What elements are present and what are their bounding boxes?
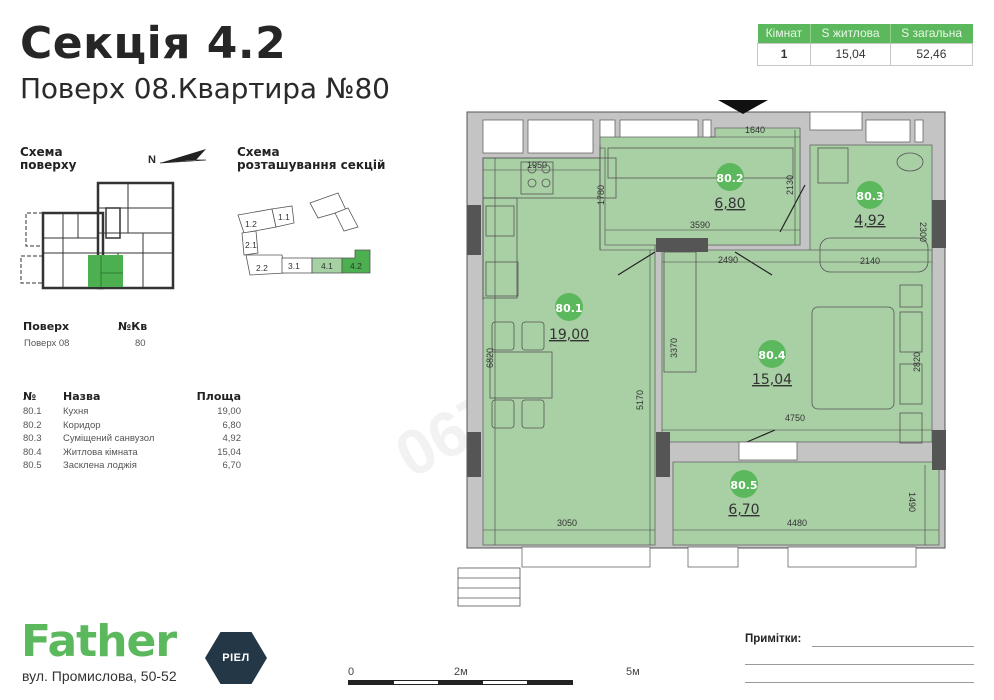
rooms-table-row: 80.2 Коридор 6,80 bbox=[23, 419, 241, 433]
brand-logo: Father bbox=[21, 616, 177, 667]
notes-line bbox=[745, 682, 974, 683]
room-number: 80.1 bbox=[23, 406, 42, 418]
dim-2820: 2820 bbox=[912, 352, 922, 372]
room-number: 80.2 bbox=[23, 419, 42, 431]
dim-5170: 5170 bbox=[635, 390, 645, 410]
room-area: 6,80 bbox=[222, 419, 242, 431]
section-scheme-label-line2: розташування секцій bbox=[237, 158, 386, 172]
floor-scheme-label-line1: Схема bbox=[20, 145, 63, 159]
summary-rooms-value: 1 bbox=[756, 42, 812, 66]
section-scheme-label: Схема розташування секцій bbox=[237, 146, 385, 172]
dim-1950: 1950 bbox=[527, 160, 547, 170]
room-name: Засклена лоджія bbox=[63, 460, 137, 472]
rooms-table: № Назва Площа 80.1 Кухня 19,00 80.2 Кори… bbox=[23, 390, 241, 473]
dim-2490: 2490 bbox=[718, 255, 738, 265]
room-number: 80.4 bbox=[23, 446, 42, 458]
section-label-4-2: 4.2 bbox=[350, 261, 362, 271]
room-area: 4,92 bbox=[222, 433, 242, 445]
dim-2130: 2130 bbox=[785, 175, 795, 195]
rooms-table-row: 80.5 Засклена лоджія 6,70 bbox=[23, 459, 241, 473]
notes-line bbox=[745, 664, 974, 665]
section-label-2-2: 2.2 bbox=[256, 263, 268, 273]
room-area-80-4: 15,04 bbox=[752, 372, 792, 388]
section-title: Секція 4.2 bbox=[20, 18, 287, 69]
room-badge-80-5: 80.5 bbox=[730, 479, 757, 492]
section-label-1-1: 1.1 bbox=[278, 212, 290, 222]
room-name: Коридор bbox=[63, 419, 101, 431]
dim-3370: 3370 bbox=[669, 338, 679, 358]
floor-label: Поверх bbox=[23, 320, 70, 333]
summary-total-area-value: 52,46 bbox=[889, 42, 974, 66]
brand-address: вул. Промислова, 50-52 bbox=[22, 668, 177, 684]
dim-2300: 2300 bbox=[918, 222, 928, 242]
rooms-header-area: Площа bbox=[196, 390, 241, 403]
floor-scheme-label: Схема поверху bbox=[20, 146, 76, 172]
north-arrow-icon bbox=[159, 149, 207, 164]
room-badge-80-1: 80.1 bbox=[555, 302, 582, 315]
room-badge-80-4: 80.4 bbox=[758, 349, 785, 362]
dim-2140: 2140 bbox=[860, 256, 880, 266]
room-area-80-3: 4,92 bbox=[854, 213, 885, 229]
room-area: 19,00 bbox=[217, 406, 241, 418]
floor-scheme-map bbox=[20, 181, 175, 290]
scale-label-2m: 2м bbox=[454, 666, 468, 678]
rooms-header-name: Назва bbox=[63, 390, 101, 403]
room-area: 15,04 bbox=[217, 446, 241, 458]
apartment-number-value: 80 bbox=[135, 338, 146, 349]
dim-1490: 1490 bbox=[907, 492, 917, 512]
dim-6820: 6820 bbox=[485, 348, 495, 368]
room-number: 80.5 bbox=[23, 460, 42, 472]
section-label-1-2: 1.2 bbox=[245, 219, 257, 229]
apartment-number-label: №Кв bbox=[118, 320, 148, 333]
room-number: 80.3 bbox=[23, 433, 42, 445]
room-name: Житлова кімната bbox=[63, 446, 138, 458]
room-area-80-1: 19,00 bbox=[549, 327, 589, 343]
entrance-marker-icon bbox=[718, 100, 768, 114]
dim-1640: 1640 bbox=[745, 125, 765, 135]
notes-line bbox=[812, 646, 974, 647]
scale-label-0: 0 bbox=[348, 666, 355, 678]
apartment-subtitle: Поверх 08.Квартира №80 bbox=[20, 72, 390, 105]
floor-value: Поверх 08 bbox=[24, 338, 70, 349]
dim-4480: 4480 bbox=[787, 518, 807, 528]
room-name: Суміщений санвузол bbox=[63, 433, 155, 445]
summary-header-living-area: S житлова bbox=[810, 24, 891, 43]
room-area-80-5: 6,70 bbox=[728, 502, 759, 518]
section-scheme-label-line1: Схема bbox=[237, 145, 280, 159]
section-label-4-1: 4.1 bbox=[321, 261, 333, 271]
partner-logo: РІЕЛ bbox=[205, 632, 267, 684]
section-label-2-1: 2.1 bbox=[245, 240, 257, 250]
dim-3050: 3050 bbox=[557, 518, 577, 528]
rooms-header-number: № bbox=[23, 390, 37, 403]
room-badge-80-2: 80.2 bbox=[716, 172, 743, 185]
scale-label-5m: 5м bbox=[626, 666, 640, 678]
summary-living-area-value: 15,04 bbox=[810, 42, 891, 66]
scale-bar-graphic bbox=[348, 680, 573, 685]
rooms-table-row: 80.4 Житлова кімната 15,04 bbox=[23, 446, 241, 460]
dim-1780: 1780 bbox=[596, 185, 606, 205]
room-area-80-2: 6,80 bbox=[714, 196, 745, 212]
room-area: 6,70 bbox=[222, 460, 242, 472]
dim-3590: 3590 bbox=[690, 220, 710, 230]
room-name: Кухня bbox=[63, 406, 89, 418]
summary-header-rooms: Кімнат bbox=[757, 24, 812, 43]
section-scheme-map: 1.2 1.1 2.1 2.2 3.1 4.1 4.2 bbox=[237, 192, 371, 276]
rooms-table-row: 80.1 Кухня 19,00 bbox=[23, 405, 241, 419]
summary-header-total-area: S загальна bbox=[890, 24, 973, 43]
section-label-3-1: 3.1 bbox=[288, 261, 300, 271]
room-badge-80-3: 80.3 bbox=[856, 190, 883, 203]
floor-scheme-label-line2: поверху bbox=[20, 158, 77, 172]
notes-label: Примітки: bbox=[745, 633, 802, 645]
dim-4750: 4750 bbox=[785, 413, 805, 423]
summary-table: Кімнат S житлова S загальна 1 15,04 52,4… bbox=[756, 24, 974, 66]
north-label: N bbox=[148, 154, 156, 166]
rooms-table-row: 80.3 Суміщений санвузол 4,92 bbox=[23, 432, 241, 446]
